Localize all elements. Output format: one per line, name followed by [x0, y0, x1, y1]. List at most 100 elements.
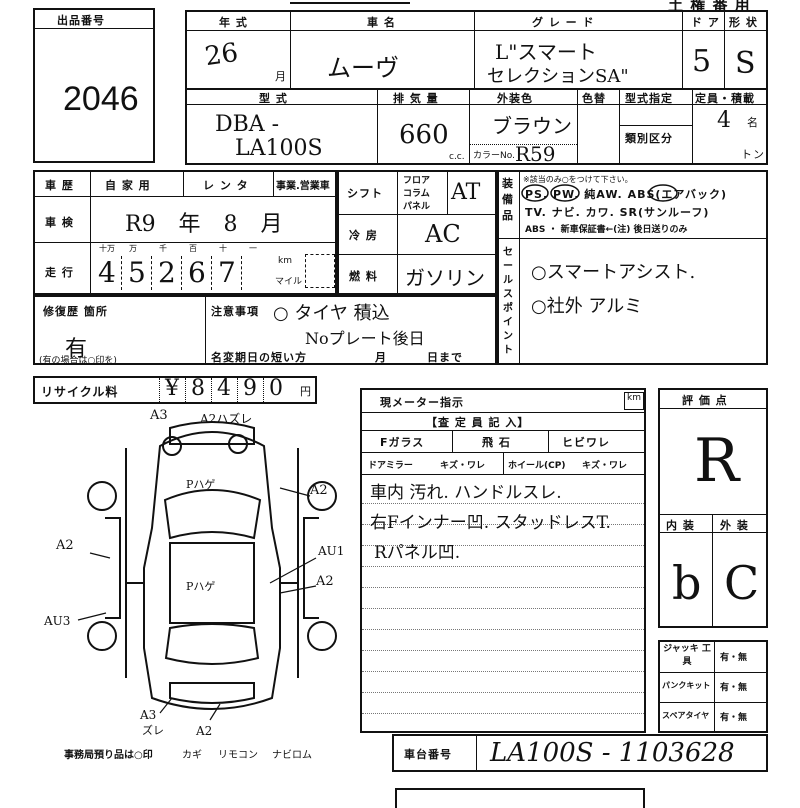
- jack-opts: 有・無: [720, 653, 748, 663]
- sales-points-label: セールスポイント: [503, 247, 513, 356]
- shift-opt-floor: フロア: [403, 176, 431, 186]
- diagram-footer: 事務局預り品は○印: [64, 750, 153, 761]
- repair-box: 修復歴 箇所 有 (有の場合は○印を) 注意事項 ○ タイヤ 積込 Noプレート…: [33, 295, 497, 366]
- mileage-digit-divider: [151, 256, 152, 290]
- mileage-unit-km: km: [278, 256, 292, 266]
- recycle-digit: 9: [243, 376, 257, 401]
- mark-zure: ズレ: [142, 724, 164, 737]
- displacement-unit: c.c.: [449, 152, 465, 162]
- comment-rule: [362, 650, 644, 651]
- mileage-digit-divider: [181, 256, 182, 290]
- mark-au3: AU3: [44, 614, 71, 628]
- spare-tire-label: スペアタイヤ: [662, 711, 710, 720]
- exterior-label: 外 装: [720, 519, 749, 532]
- overall-score: R: [694, 426, 740, 496]
- recycle-digit-divider: [237, 378, 238, 402]
- key-item-3: ナビロム: [272, 750, 312, 761]
- repair-value: 有: [65, 336, 88, 361]
- recycle-digit-divider: [263, 378, 264, 402]
- mileage-digit-label: 十万: [99, 244, 115, 253]
- mark-a2-right: A2: [310, 483, 328, 498]
- type-designation-label: 型式指定: [625, 92, 673, 105]
- reg-date-label: 名変期日の短い方: [211, 351, 307, 364]
- key-item-2: リモコン: [218, 750, 258, 761]
- comment-rule: [362, 524, 644, 525]
- sales-point-1: ○スマートアシスト.: [531, 262, 696, 283]
- repair-label: 修復歴 箇所: [43, 305, 108, 318]
- lot-label: 出品番号: [57, 14, 105, 27]
- glass-label: Fガラス: [380, 436, 425, 449]
- mileage-unit-box: [305, 254, 335, 288]
- puncture-kit-opts: 有・無: [720, 683, 748, 693]
- mileage-digit-label: 百: [189, 244, 197, 253]
- mileage-digit-labels: 十万万千百十一: [91, 243, 271, 257]
- score-box: 評 価 点 R 内 装 外 装 b C: [658, 388, 768, 628]
- mark-a3-bottom: A3: [140, 708, 157, 722]
- grade-line1: L"スマート: [495, 40, 597, 64]
- history-box: 車 歴 自 家 用 レ ン タ 事業.営業車 車 検 R9 年 8 月 走 行 …: [33, 170, 337, 295]
- shape-value: S: [735, 46, 756, 81]
- mileage-digit-label: 十: [219, 244, 227, 253]
- shift-opt-column: コラム: [403, 189, 430, 199]
- puncture-kit-label: パンクキット: [662, 681, 711, 690]
- inspection-value: R9 年 8 月: [125, 212, 283, 237]
- equipment-circles: [521, 184, 678, 202]
- year-unit: 月: [275, 70, 287, 83]
- grade-line2: セレクションSA": [487, 66, 629, 87]
- fuel-label: 燃 料: [349, 270, 378, 283]
- comment-rule: [362, 608, 644, 609]
- mileage-digit-divider: [241, 256, 242, 290]
- mirror-label: ドアミラー: [368, 461, 413, 471]
- year-label: 年 式: [219, 16, 248, 29]
- comment-2: 右Fインナー凹. スタッドレスT.: [370, 513, 611, 533]
- notes-line1: ○ タイヤ 積込: [273, 303, 390, 324]
- model-line1: DBA -: [215, 112, 280, 137]
- exterior-color-value: ブラウン: [492, 114, 572, 138]
- shift-opt-panel: パネル: [403, 202, 431, 212]
- entry-title: 【査 定 員 記 入】: [426, 416, 530, 429]
- load-unit: トン: [741, 148, 765, 161]
- lot-number: 2046: [63, 80, 139, 118]
- bottom-partial-box: [395, 788, 645, 808]
- mark-a3-top: A3: [150, 408, 168, 423]
- mileage-digit: 7: [218, 256, 236, 289]
- recycle-unit: 円: [300, 385, 312, 398]
- fuel-value: ガソリン: [405, 266, 485, 290]
- color-code-label: カラーNo.: [473, 151, 515, 161]
- mileage-digit-divider: [211, 256, 212, 290]
- mileage-digit-label: 千: [159, 244, 167, 253]
- equipment-line3: ABS ・ 新車保証書←(注) 後日送りのみ: [525, 225, 688, 235]
- capacity-value: 4: [717, 108, 731, 133]
- comment-rule: [362, 671, 644, 672]
- tools-box: ジャッキ 工 具 有・無 パンクキット 有・無 スペアタイヤ 有・無: [658, 640, 768, 733]
- ac-value: AC: [425, 220, 461, 248]
- ac-label: 冷 房: [349, 229, 378, 242]
- interior-label: 内 装: [666, 519, 695, 532]
- interior-score: b: [672, 556, 702, 610]
- recycle-digit: ¥: [165, 376, 179, 401]
- exterior-color-label: 外装色: [497, 92, 533, 105]
- recycle-digit-divider: [211, 378, 212, 402]
- shape-label: 形 状: [729, 16, 758, 29]
- capacity-label: 定員・積載: [695, 92, 755, 105]
- class-label: 類別区分: [625, 132, 673, 145]
- lot-box: 出品番号 2046: [33, 8, 155, 163]
- vehicle-info-box: 年 式 車 名 グ レ ー ド ド ア 形 状 26 月 ムーヴ L"スマート …: [185, 10, 768, 166]
- history-private: 自 家 用: [105, 179, 151, 192]
- reg-month: 月: [375, 351, 387, 364]
- chassis-label: 車台番号: [404, 748, 452, 761]
- shift-value: AT: [451, 180, 481, 205]
- equipment-note: ※該当のみ○をつけて下さい。: [523, 175, 633, 184]
- year-value: 26: [203, 37, 241, 73]
- car-diagram: [77, 421, 337, 721]
- mileage-digit: 4: [98, 256, 116, 289]
- color-change-label: 色替: [582, 92, 606, 105]
- shift-box: シフト フロア コラム パネル AT 冷 房 AC 燃 料 ガソリン: [337, 170, 497, 295]
- notes-line2: Noプレート後日: [305, 329, 425, 348]
- history-business: 事業.営業車: [276, 181, 330, 192]
- meter-unit: km: [624, 392, 644, 410]
- color-code-value: R59: [515, 142, 556, 166]
